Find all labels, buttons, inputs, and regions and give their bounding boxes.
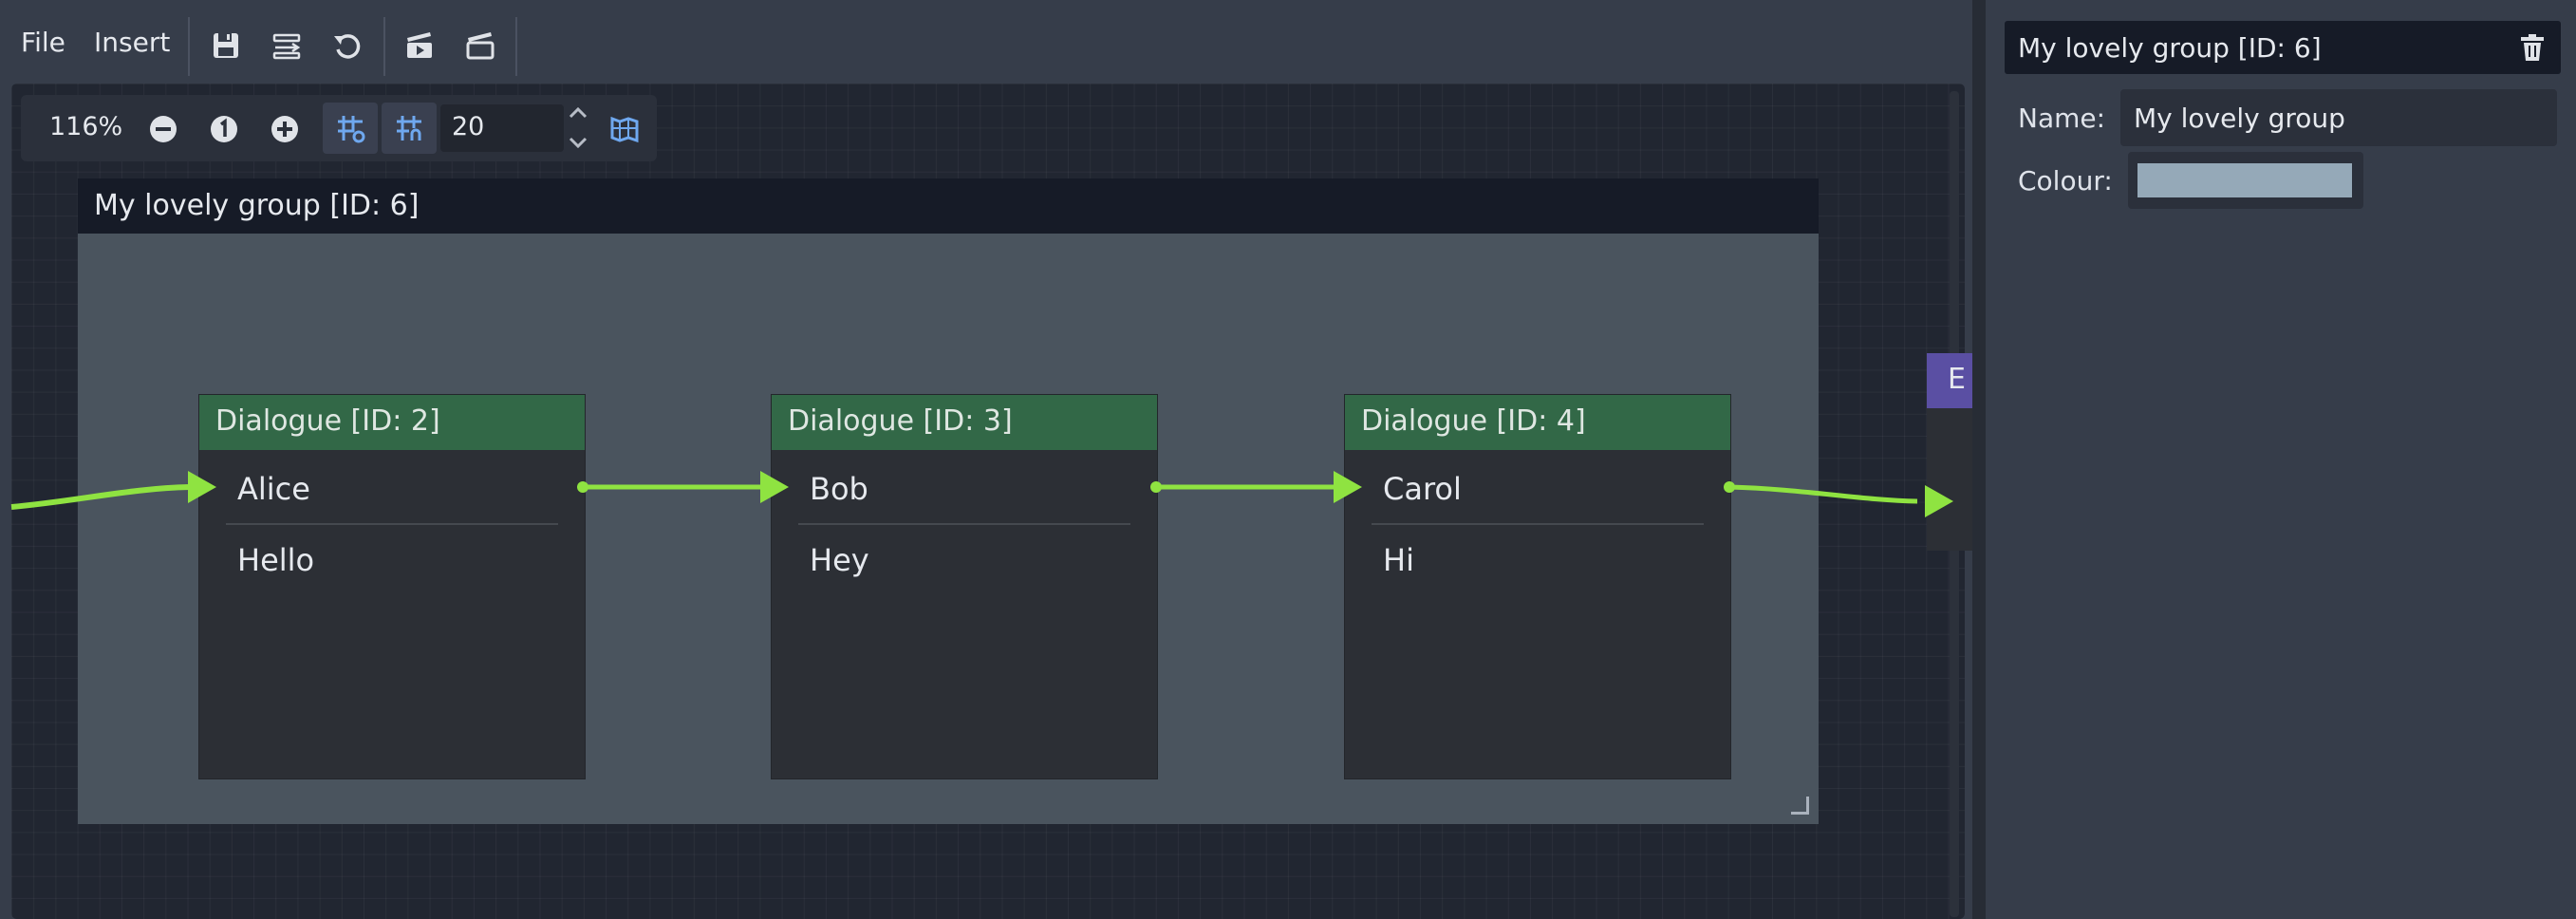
node-dialogue-text: Hey — [810, 542, 869, 578]
name-label: Name: — [2018, 103, 2106, 134]
snap-distance-field[interactable]: 20 — [440, 104, 564, 152]
menu-insert[interactable]: Insert — [94, 27, 171, 58]
node-divider — [1372, 523, 1704, 525]
toolbar-separator — [188, 17, 190, 76]
offscreen-node[interactable]: E — [1927, 353, 1972, 551]
colour-label: Colour: — [2018, 165, 2113, 197]
toolbar-separator — [383, 17, 385, 76]
trash-icon[interactable] — [2517, 32, 2548, 63]
node-character: Carol — [1383, 471, 1462, 507]
node-character: Bob — [810, 471, 868, 507]
node-title: Dialogue [ID: 3] — [788, 404, 1013, 438]
node-header[interactable]: Dialogue [ID: 2] — [199, 395, 585, 450]
node-header[interactable]: Dialogue [ID: 4] — [1345, 395, 1730, 450]
zoom-reset-icon[interactable] — [209, 114, 239, 144]
grid-toggle-icon — [394, 113, 424, 143]
toolbar-separator — [515, 17, 517, 76]
node-title: Dialogue [ID: 4] — [1361, 404, 1586, 438]
node-dialogue-text: Hi — [1383, 542, 1414, 578]
dialogue-node[interactable]: Dialogue [ID: 3] Bob Hey — [772, 395, 1157, 778]
dialogue-node[interactable]: Dialogue [ID: 2] Alice Hello — [199, 395, 585, 778]
colour-swatch — [2137, 163, 2352, 197]
inspector-panel: My lovely group [ID: 6] Name: Colour: — [1986, 0, 2576, 919]
zoom-out-icon[interactable] — [148, 114, 178, 144]
node-divider — [798, 523, 1130, 525]
node-title: Dialogue [ID: 2] — [215, 404, 440, 438]
zoom-toolbar: 116% 20 — [21, 95, 657, 161]
run-scene-icon[interactable] — [402, 28, 437, 63]
minimap-icon[interactable] — [609, 114, 640, 144]
scene-clapper-icon[interactable] — [463, 28, 497, 63]
node-divider — [226, 523, 558, 525]
group-header[interactable]: My lovely group [ID: 6] — [78, 178, 1819, 234]
reload-icon[interactable] — [330, 28, 364, 63]
group-resize-handle[interactable] — [1791, 797, 1809, 815]
menu-file[interactable]: File — [21, 27, 65, 58]
colour-picker-button[interactable] — [2128, 152, 2363, 209]
grid-snap-toggle[interactable] — [323, 103, 378, 154]
offscreen-node-header[interactable]: E — [1927, 353, 1972, 408]
node-header[interactable]: Dialogue [ID: 3] — [772, 395, 1157, 450]
dialogue-node[interactable]: Dialogue [ID: 4] Carol Hi — [1345, 395, 1730, 778]
inspector-header: My lovely group [ID: 6] — [2005, 21, 2561, 74]
arrange-nodes-icon[interactable] — [270, 28, 304, 63]
save-icon[interactable] — [209, 28, 243, 63]
snap-spinner-icon[interactable] — [566, 103, 590, 154]
menu-bar: File Insert — [0, 0, 1972, 93]
node-dialogue-text: Hello — [237, 542, 315, 578]
panel-splitter[interactable] — [1972, 0, 1986, 919]
name-field[interactable] — [2120, 89, 2557, 146]
group-title: My lovely group [ID: 6] — [94, 189, 420, 222]
grid-toggle[interactable] — [382, 103, 437, 154]
inspector-title: My lovely group [ID: 6] — [2018, 32, 2322, 64]
zoom-in-icon[interactable] — [270, 114, 300, 144]
grid-snap-icon — [335, 113, 365, 143]
snap-distance-value: 20 — [452, 112, 485, 141]
zoom-level: 116% — [49, 112, 123, 141]
offscreen-node-title: E — [1948, 363, 1966, 396]
node-character: Alice — [237, 471, 310, 507]
